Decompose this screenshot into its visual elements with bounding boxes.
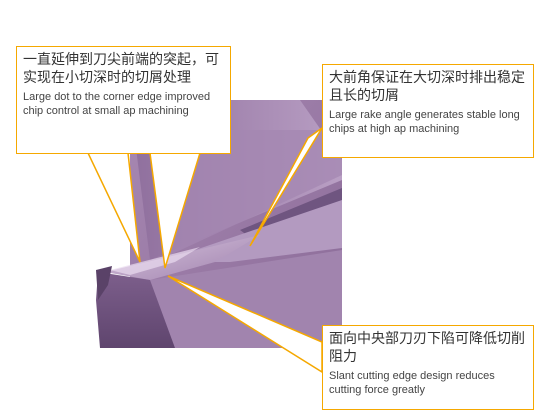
callout-corner-dot: 一直延伸到刀尖前端的突起，可实现在小切深时的切屑处理 Large dot to … <box>16 46 231 154</box>
callout-1-chinese: 一直延伸到刀尖前端的突起，可实现在小切深时的切屑处理 <box>23 52 219 86</box>
callout-2-chinese: 大前角保证在大切深时排出稳定且长的切屑 <box>329 70 525 104</box>
leader-2 <box>249 127 323 247</box>
insert-front-face <box>150 250 342 348</box>
callout-1-english: Large dot to the corner edge improved ch… <box>23 91 211 117</box>
insert-rake-highlight <box>110 247 200 275</box>
callout-3-chinese: 面向中央部刀刃下陷可降低切削阻力 <box>329 331 525 365</box>
callout-2-english: Large rake angle generates stable long c… <box>329 109 520 135</box>
callout-rake-angle: 大前角保证在大切深时排出稳定且长的切屑 Large rake angle gen… <box>322 64 534 158</box>
callout-3-english: Slant cutting edge design reduces cuttin… <box>329 370 495 396</box>
insert-corner-edge <box>96 266 112 300</box>
callout-slant-edge: 面向中央部刀刃下陷可降低切削阻力 Slant cutting edge desi… <box>322 325 534 410</box>
insert-mid-face <box>160 200 342 262</box>
